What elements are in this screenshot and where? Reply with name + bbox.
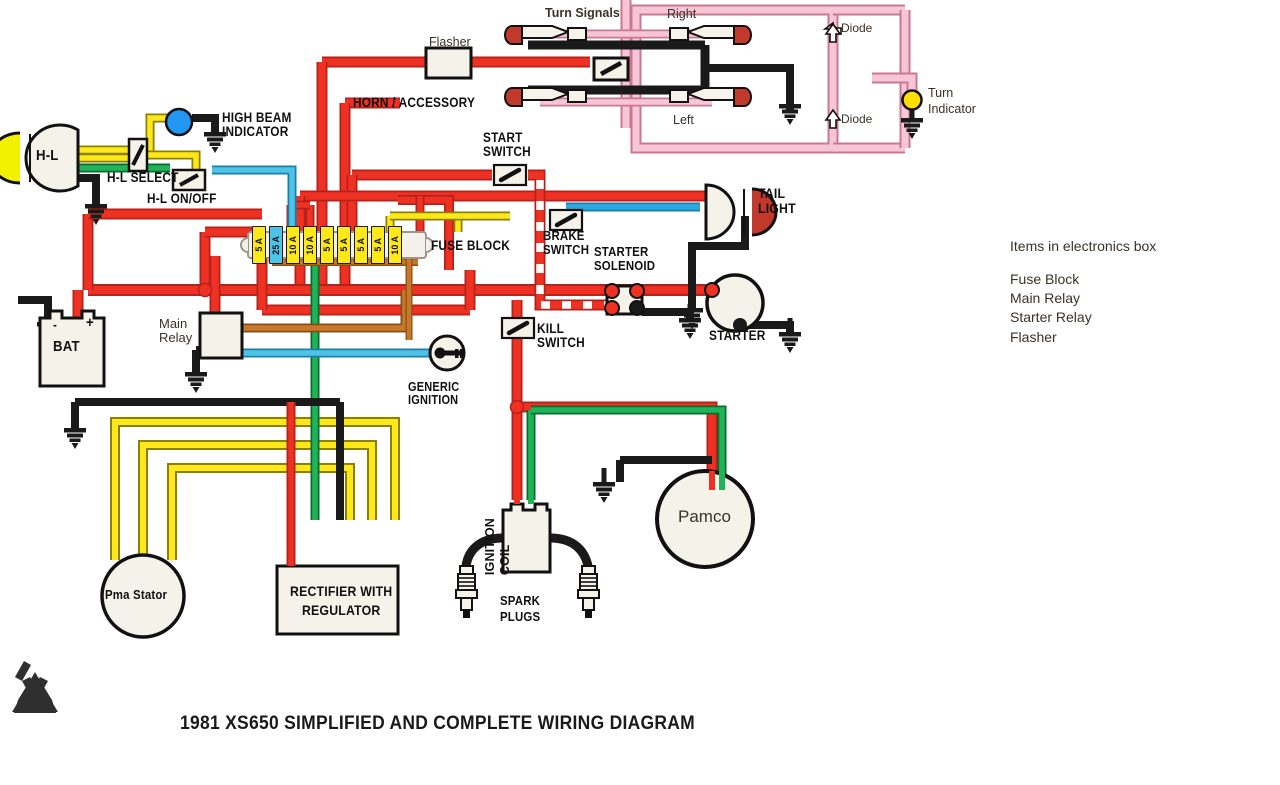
fuse-rating-label: 5 A [339, 238, 349, 252]
main-relay-label: Main Relay [159, 316, 193, 345]
battery-negative-label: - [53, 317, 57, 332]
recycle-logo [12, 661, 58, 713]
turn-signal-bulbs [504, 25, 752, 107]
hl-select-label: H-L SELECT [107, 170, 179, 185]
headlight-label: H-L [36, 147, 59, 164]
battery [38, 309, 106, 388]
green-wires [78, 163, 727, 520]
kill-switch[interactable] [502, 318, 534, 338]
starter-motor [704, 273, 765, 333]
fuse-rating-label: 10 A [288, 235, 298, 255]
high-beam-indicator-lamp [164, 107, 194, 137]
hl-select-switch[interactable] [127, 137, 149, 173]
battery-label: BAT [53, 338, 80, 355]
diode-top-label: Diode [841, 21, 873, 35]
hl-onoff-switch[interactable] [171, 168, 207, 192]
fuse-rating-label: 5 A [254, 238, 264, 252]
yellow-wires [78, 113, 510, 560]
fuse-rating-label: 25 A [271, 235, 281, 255]
turn-right-label: Right [667, 7, 697, 21]
brake-switch[interactable] [550, 210, 582, 230]
turn-indicator-label: Turn Indicator [928, 86, 976, 116]
diode-bottom-symbol [824, 108, 842, 129]
tail-light-label: TAIL LIGHT [758, 185, 796, 216]
fuse-7[interactable]: 5 A [354, 226, 368, 264]
spark-plug-right [577, 565, 600, 618]
pamco-module [655, 469, 755, 569]
headlight [0, 123, 80, 193]
fuse-6[interactable]: 5 A [337, 226, 351, 264]
fuse-4[interactable]: 10 A [303, 226, 317, 264]
brake-switch-label: BRAKE SWITCH [543, 228, 590, 257]
legend-item-main-relay: Main Relay [1010, 290, 1081, 307]
generic-ignition-label: GENERIC IGNITION [408, 380, 460, 408]
diode-bottom-label: Diode [841, 112, 873, 126]
flasher-box [424, 46, 473, 80]
horn-accessory-label: HORN / ACCESSORY [353, 95, 476, 110]
fuse-rating-label: 5 A [356, 238, 366, 252]
fuse-2[interactable]: 25 A [269, 226, 283, 264]
starter-solenoid-label: STARTER SOLENOID [594, 244, 656, 273]
fuse-rating-label: 10 A [390, 235, 400, 255]
fuse-3[interactable]: 10 A [286, 226, 300, 264]
legend-item-fuse-block: Fuse Block [1010, 271, 1080, 287]
legend-item-starter-relay: Starter Relay [1010, 309, 1092, 326]
blue-wires [212, 165, 700, 358]
fuse-rating-label: 10 A [305, 235, 315, 255]
flasher-label: Flasher [429, 35, 471, 49]
turn-signals-label: Turn Signals [545, 6, 620, 20]
tail-light [704, 183, 778, 241]
kill-switch-label: KILL SWITCH [537, 321, 585, 351]
red-white-striped-wire [534, 180, 620, 311]
fuse-1[interactable]: 5 A [252, 226, 266, 264]
spark-plug-left [455, 565, 478, 618]
start-switch-label: START SWITCH [483, 130, 531, 160]
pma-stator [100, 553, 186, 639]
legend-heading: Items in electronics box [1010, 238, 1157, 254]
legend-block: Items in electronics box Fuse Block Main… [1010, 238, 1156, 347]
fuse-block-label: FUSE BLOCK [431, 238, 510, 253]
fuse-9[interactable]: 10 A [388, 226, 402, 264]
battery-positive-label: + [86, 314, 94, 331]
starter-label: STARTER [709, 328, 766, 343]
pamco-label: Pamco [678, 507, 731, 526]
high-beam-indicator-label: HIGH BEAM INDICATOR [222, 110, 292, 140]
ignition-coil-label: IGNITION COIL [483, 518, 512, 576]
spark-plugs-label: SPARK PLUGS [500, 593, 541, 624]
fuse-5[interactable]: 5 A [320, 226, 334, 264]
main-relay-box [198, 311, 244, 360]
diagram-title: 1981 XS650 SIMPLIFIED AND COMPLETE WIRIN… [180, 713, 696, 734]
turn-signal-switch[interactable] [592, 56, 630, 82]
fuse-rating-label: 5 A [322, 238, 332, 252]
pma-stator-label: Pma Stator [105, 587, 168, 602]
turn-indicator-lamp [901, 89, 923, 111]
wire-junctions [197, 282, 525, 415]
hl-onoff-label: H-L ON/OFF [147, 191, 217, 206]
legend-item-flasher: Flasher [1010, 328, 1057, 345]
rectifier-label: RECTIFIER WITH REGULATOR [290, 583, 393, 618]
fuse-8[interactable]: 5 A [371, 226, 385, 264]
diode-top-symbol [822, 21, 842, 43]
ignition-coil [501, 500, 552, 574]
generic-ignition-key[interactable] [428, 334, 466, 372]
turn-left-label: Left [673, 113, 694, 127]
starter-solenoid [604, 283, 645, 316]
fuse-rating-label: 5 A [373, 238, 383, 252]
start-switch[interactable] [494, 165, 526, 185]
rectifier-regulator [275, 564, 400, 636]
